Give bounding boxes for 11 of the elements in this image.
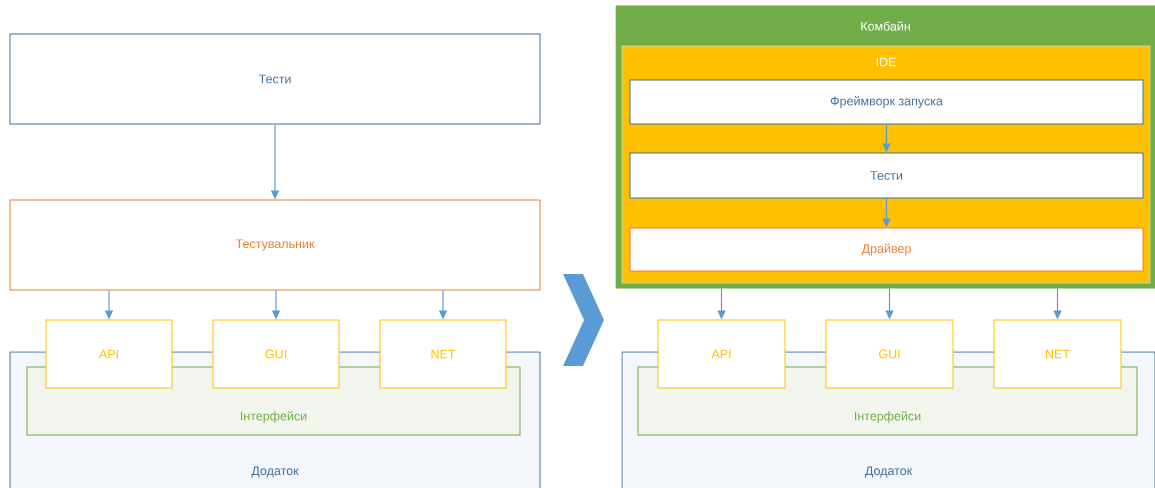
- interface-box: GUI: [825, 319, 954, 389]
- process-box: Драйвер: [629, 227, 1144, 272]
- process-box: Тестувальник: [9, 199, 541, 291]
- interface-box: API: [45, 319, 173, 389]
- interface-box: NET: [993, 319, 1122, 389]
- process-box: Фреймворк запуска: [629, 79, 1144, 125]
- process-box: Тести: [629, 152, 1144, 199]
- interface-box: NET: [379, 319, 507, 389]
- interface-box: GUI: [212, 319, 340, 389]
- interface-box: API: [657, 319, 786, 389]
- process-box: Тести: [9, 33, 541, 125]
